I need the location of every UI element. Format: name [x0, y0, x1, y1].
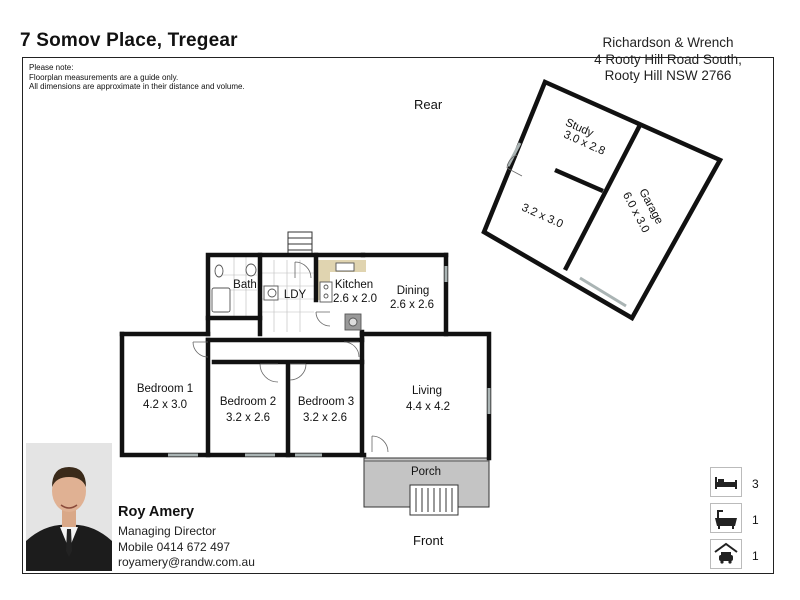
windows: [168, 266, 491, 457]
front-steps: [409, 484, 459, 516]
bedrooms-stat: 3: [705, 467, 767, 503]
house-walls: [119, 252, 492, 461]
room-annex-dims: 3.2 x 3.0: [520, 202, 565, 231]
agent-email[interactable]: royamery@randw.com.au: [118, 555, 255, 569]
door-swings: [192, 261, 389, 453]
bedrooms-count: 3: [752, 477, 759, 491]
room-ldy-name: LDY: [284, 289, 307, 301]
note-line-2: All dimensions are approximate in their …: [29, 82, 245, 91]
agency-street: 4 Rooty Hill Road South,: [594, 51, 742, 67]
outbuilding-door-swing: [506, 154, 523, 177]
agent-photo: [26, 443, 112, 571]
room-kitchen-name: Kitchen: [335, 279, 373, 291]
garage-stat: 1: [705, 539, 767, 575]
fixtures: [211, 262, 362, 331]
bathrooms-count: 1: [752, 513, 759, 527]
room-bedroom3-dims: 3.2 x 2.6: [303, 412, 347, 424]
agency-address: Richardson & Wrench 4 Rooty Hill Road So…: [560, 35, 776, 85]
rear-label: Rear: [414, 97, 443, 112]
room-bedroom1-dims: 4.2 x 3.0: [143, 399, 187, 411]
bathrooms-stat: 1: [705, 503, 767, 539]
bathtub-icon: [710, 503, 742, 533]
property-address: 7 Somov Place, Tregear: [20, 30, 238, 51]
note-heading: Please note:: [29, 63, 74, 72]
room-living-name: Living: [412, 385, 442, 397]
plan-frame: [22, 57, 774, 574]
garage-count: 1: [752, 549, 759, 563]
property-features: 3 1 1: [705, 467, 767, 575]
room-bedroom1-name: Bedroom 1: [137, 383, 193, 395]
car-garage-icon: [710, 539, 742, 569]
outbuilding-openings: [506, 142, 627, 308]
agent-mobile[interactable]: Mobile 0414 672 497: [118, 539, 231, 554]
room-bedroom2-dims: 3.2 x 2.6: [226, 412, 270, 424]
agent-name: Roy Amery: [118, 504, 195, 520]
agency-name: Richardson & Wrench: [602, 35, 734, 50]
agent-title: Managing Director: [118, 524, 217, 538]
front-label: Front: [413, 533, 444, 548]
agency-suburb: Rooty Hill NSW 2766: [604, 68, 732, 83]
room-dining-dims: 2.6 x 2.6: [390, 299, 434, 311]
room-bedroom3-name: Bedroom 3: [298, 396, 354, 408]
note-line-1: Floorplan measurements are a guide only.: [29, 72, 179, 82]
disclaimer-note: Please note: Floorplan measurements are …: [29, 63, 245, 92]
room-bath-name: Bath: [233, 279, 257, 291]
rear-steps: [287, 231, 313, 257]
agent-details: Roy Amery Managing Director Mobile 0414 …: [118, 504, 255, 571]
room-porch-name: Porch: [411, 466, 441, 478]
room-dining-name: Dining: [397, 285, 430, 297]
room-living-dims: 4.4 x 4.2: [406, 401, 450, 413]
room-kitchen-dims: 2.6 x 2.0: [333, 293, 377, 305]
bed-icon: [710, 467, 742, 497]
outbuilding-walls: [481, 78, 724, 322]
room-bedroom2-name: Bedroom 2: [220, 396, 276, 408]
